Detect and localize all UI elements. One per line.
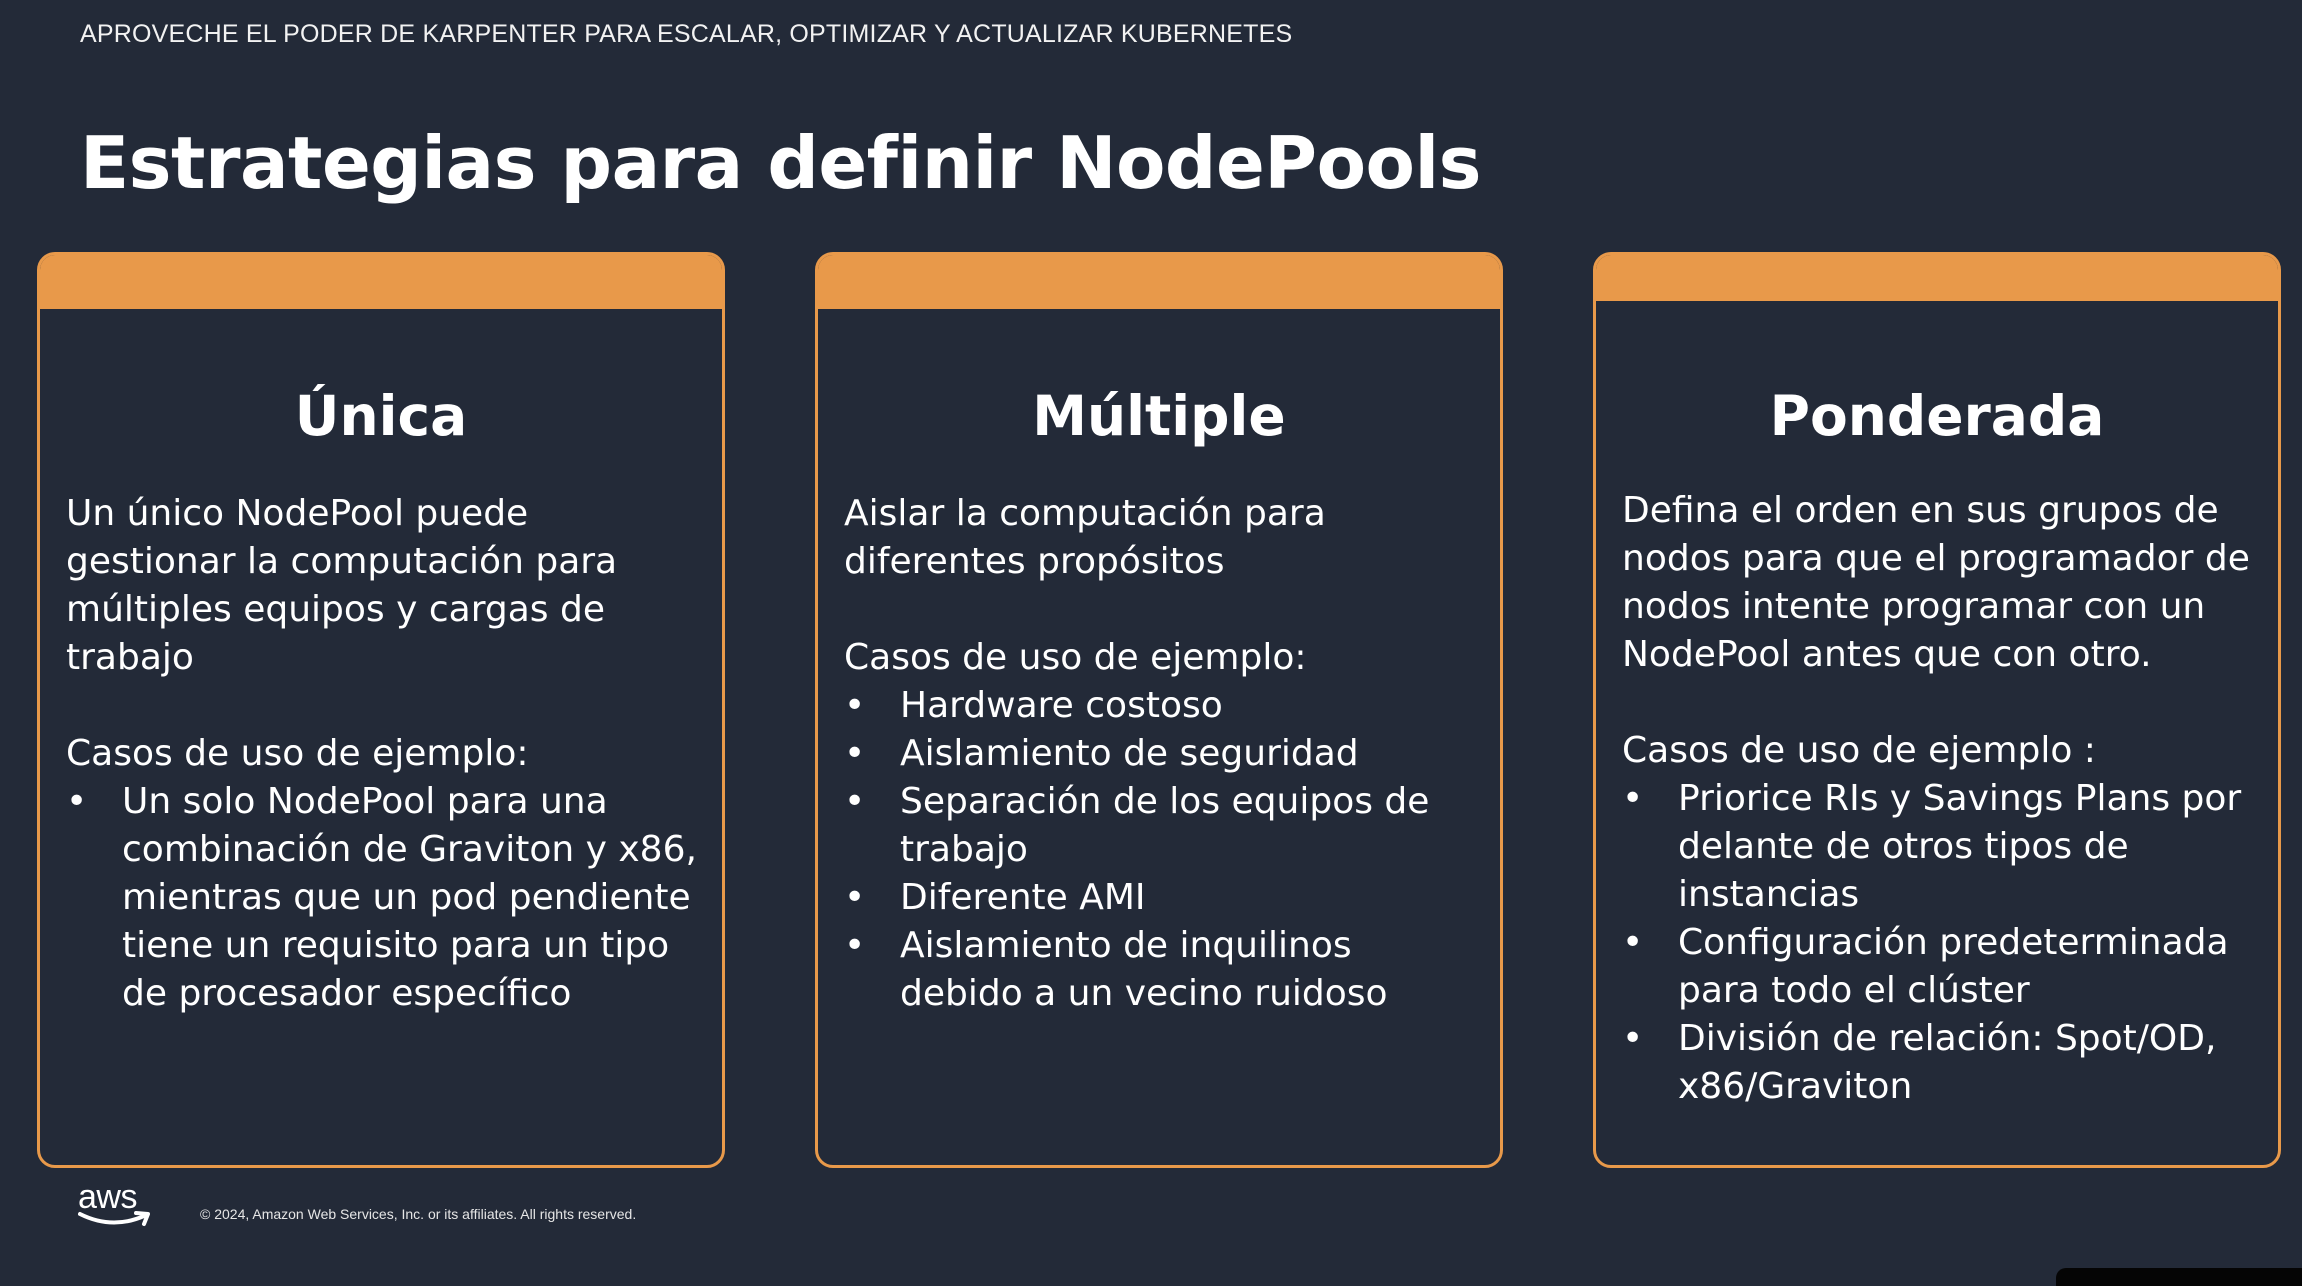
bullet-icon: • [844, 733, 866, 774]
aws-smile-icon [78, 1211, 150, 1226]
card-title: Única [294, 384, 468, 448]
slide-kicker: APROVECHE EL PODER DE KARPENTER PARA ESC… [80, 20, 1293, 48]
bullet-icon: • [66, 781, 88, 822]
use-case-line: tiene un requisito para un tipo [122, 925, 670, 966]
card-description: Aislar la computación para diferentes pro… [844, 490, 1480, 586]
use-case-line: x86/Graviton [1678, 1066, 1913, 1107]
use-case-line: instancias [1678, 874, 1860, 915]
bullet-icon: • [844, 925, 866, 966]
use-case-item: • División de relación: Spot/OD, x86/Gravi… [1622, 1015, 2258, 1111]
use-case-line: Separación de los equipos de [900, 781, 1430, 822]
use-case-line: trabajo [900, 829, 1028, 870]
use-case-line: debido a un vecino ruidoso [900, 973, 1388, 1014]
use-case-line: Priorice RIs y Savings Plans por [1678, 778, 2242, 819]
card-description-line: Defina el orden en sus grupos de [1622, 490, 2219, 531]
card-unica: Única Un único NodePool puede gestionar l… [37, 252, 725, 1168]
card-uses-label: Casos de uso de ejemplo: [66, 733, 529, 774]
aws-logo: aws [78, 1180, 152, 1230]
card-title: Ponderada [1769, 384, 2105, 448]
bullet-icon: • [1622, 1018, 1644, 1059]
slide-title: Estrategias para definir NodePools [80, 121, 1482, 205]
use-case-item: • Aislamiento de inquilinos debido a un ve… [844, 922, 1480, 1018]
card-uses-label: Casos de uso de ejemplo : [1622, 730, 2096, 771]
use-case-line: de procesador específico [122, 973, 572, 1014]
card-use-list: • Hardware costoso • Aislamiento de segurid… [844, 682, 1480, 1018]
bullet-icon: • [844, 781, 866, 822]
card-description-line: nodos para que el programador de [1622, 538, 2250, 579]
copyright-notice: © 2024, Amazon Web Services, Inc. or its… [200, 1206, 637, 1222]
corner-overlay [2056, 1268, 2302, 1286]
bullet-icon: • [1622, 922, 1644, 963]
use-case-line: Aislamiento de inquilinos [900, 925, 1352, 966]
use-case-line: para todo el clúster [1678, 970, 2030, 1011]
card-description-line: gestionar la computación para [66, 541, 618, 582]
card-accent-bar [1596, 255, 2278, 301]
card-description-line: múltiples equipos y cargas de [66, 589, 605, 630]
card-description: Un único NodePool puede gestionar la comp… [66, 490, 702, 682]
card-use-list: • Un solo NodePool para una combinación de… [66, 778, 702, 1018]
aws-logo-text: aws [78, 1178, 137, 1216]
card-ponderada: Ponderada Defina el orden en sus grupos … [1593, 252, 2281, 1168]
card-body: Un único NodePool puede gestionar la comp… [66, 490, 702, 1018]
use-case-item: • Aislamiento de seguridad [844, 730, 1480, 778]
use-case-line: Un solo NodePool para una [122, 781, 608, 822]
use-case-item: • Separación de los equipos de trabajo [844, 778, 1480, 874]
use-case-item: • Diferente AMI [844, 874, 1480, 922]
card-description-line: diferentes propósitos [844, 541, 1225, 582]
card-description-line: NodePool antes que con otro. [1622, 634, 2152, 675]
bullet-icon: • [844, 877, 866, 918]
use-case-item: • Configuración predeterminada para todo e… [1622, 919, 2258, 1015]
use-case-line: División de relación: Spot/OD, [1678, 1018, 2217, 1059]
bullet-icon: • [1622, 778, 1644, 819]
use-case-line: Configuración predeterminada [1678, 922, 2229, 963]
card-description-line: trabajo [66, 637, 194, 678]
card-description: Defina el orden en sus grupos de nodos pa… [1622, 487, 2258, 679]
card-description-line: Un único NodePool puede [66, 493, 529, 534]
card-description-line: nodos intente programar con un [1622, 586, 2206, 627]
use-case-line: Aislamiento de seguridad [900, 733, 1359, 774]
card-description-line: Aislar la computación para [844, 493, 1326, 534]
card-title: Múltiple [1032, 384, 1286, 448]
use-case-line: Hardware costoso [900, 685, 1223, 726]
use-case-line: mientras que un pod pendiente [122, 877, 691, 918]
card-uses-label: Casos de uso de ejemplo: [844, 637, 1307, 678]
use-case-item: • Hardware costoso [844, 682, 1480, 730]
use-case-line: Diferente AMI [900, 877, 1146, 918]
bullet-icon: • [844, 685, 866, 726]
card-accent-bar [818, 255, 1500, 309]
use-case-line: combinación de Graviton y x86, [122, 829, 697, 870]
card-body: Aislar la computación para diferentes pro… [844, 490, 1480, 1018]
use-case-item: • Priorice RIs y Savings Plans por delante… [1622, 775, 2258, 919]
card-use-list: • Priorice RIs y Savings Plans por delante… [1622, 775, 2258, 1111]
card-body: Defina el orden en sus grupos de nodos pa… [1622, 487, 2258, 1111]
use-case-line: delante de otros tipos de [1678, 826, 2129, 867]
card-accent-bar [40, 255, 722, 309]
use-case-item: • Un solo NodePool para una combinación de… [66, 778, 702, 1018]
card-multiple: Múltiple Aislar la computación para difer… [815, 252, 1503, 1168]
